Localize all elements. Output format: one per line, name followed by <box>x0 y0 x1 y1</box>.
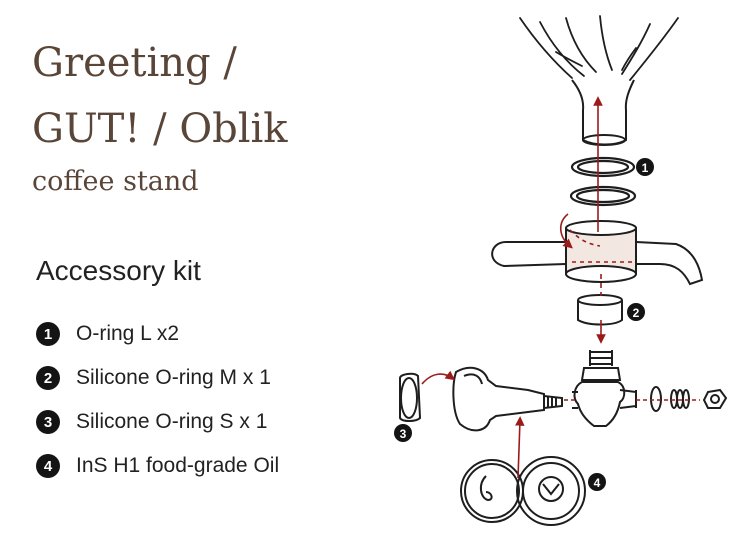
callout-4-label: 4 <box>594 476 601 490</box>
callout-3-label: 3 <box>400 427 407 441</box>
number-badge: 1 <box>36 322 60 346</box>
assembly-arrows <box>421 96 700 479</box>
kit-item-oil: 4 InS H1 food-grade Oil <box>36 444 356 488</box>
hand-illustration <box>519 15 679 81</box>
title-line-1: Greeting / <box>32 40 237 86</box>
callout-2-label: 2 <box>633 306 640 320</box>
valve-small-parts-illustration <box>650 386 728 412</box>
number-badge: 2 <box>36 366 60 390</box>
callout-2: 2 <box>627 303 645 321</box>
kit-item-o-ring-s: 3 Silicone O-ring S x 1 <box>36 400 356 444</box>
kit-item-label: Silicone O-ring S x 1 <box>76 410 268 433</box>
callout-1: 1 <box>636 158 654 176</box>
callout-1-label: 1 <box>642 161 649 175</box>
number-badge: 4 <box>36 454 60 478</box>
oil-tin-illustration <box>460 456 586 526</box>
kit-item-o-ring-m: 2 Silicone O-ring M x 1 <box>36 356 356 400</box>
cup-illustration <box>571 79 635 146</box>
knob-illustration <box>452 366 563 432</box>
accessory-kit-list: 1 O-ring L x2 2 Silicone O-ring M x 1 3 … <box>36 312 356 488</box>
o-ring-large-illustration <box>569 156 637 207</box>
kit-item-label: InS H1 food-grade Oil <box>76 454 280 477</box>
valve-body-illustration <box>572 350 637 427</box>
callout-3: 3 <box>394 424 412 442</box>
accessory-kit-heading: Accessory kit <box>36 255 201 286</box>
kit-item-o-ring-l: 1 O-ring L x2 <box>36 312 356 356</box>
number-badge: 3 <box>36 410 60 434</box>
title-line-2: GUT! / Oblik <box>32 106 288 152</box>
exploded-assembly-diagram: 1 2 3 4 <box>394 15 728 526</box>
kit-item-label: O-ring L x2 <box>76 322 180 345</box>
o-ring-small-illustration <box>399 372 422 422</box>
kit-item-label: Silicone O-ring M x 1 <box>76 366 271 389</box>
callout-4: 4 <box>588 473 606 491</box>
stand-arm-illustration <box>491 220 704 286</box>
title-subtitle: coffee stand <box>32 166 199 197</box>
o-ring-medium-illustration <box>577 294 623 326</box>
